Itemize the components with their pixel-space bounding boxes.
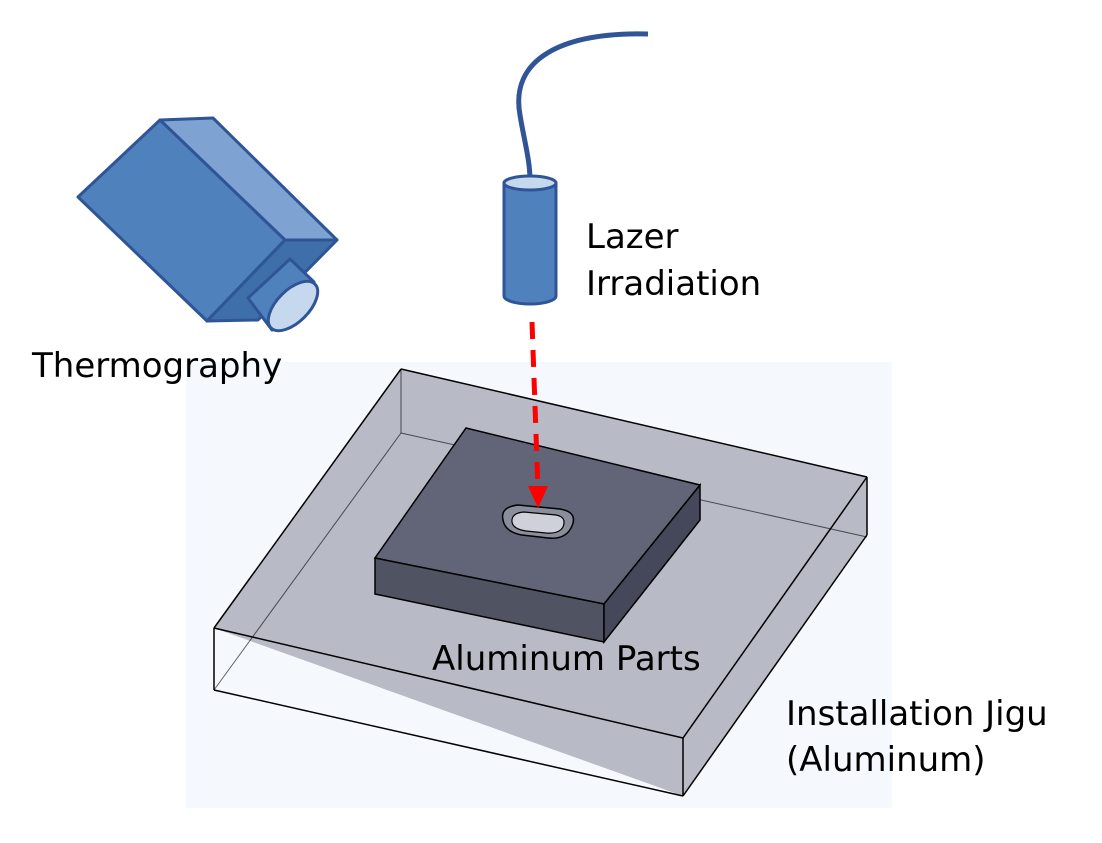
- aluminum-part-label: Aluminum Parts: [432, 639, 701, 679]
- laser-target-pocket: [501, 504, 575, 539]
- thermography-label: Thermography: [32, 346, 283, 386]
- laser-beam-arrow: [528, 321, 548, 508]
- laser-label-line1: Lazer: [586, 217, 679, 257]
- aluminum-part: [373, 427, 702, 645]
- jig-label-line2: (Aluminum): [786, 740, 986, 780]
- jig-label-line1: Installation Jigu: [786, 694, 1048, 734]
- thermography-camera-icon: [76, 116, 339, 333]
- laser-head-icon: [502, 31, 649, 306]
- laser-label-line2: Irradiation: [586, 264, 762, 304]
